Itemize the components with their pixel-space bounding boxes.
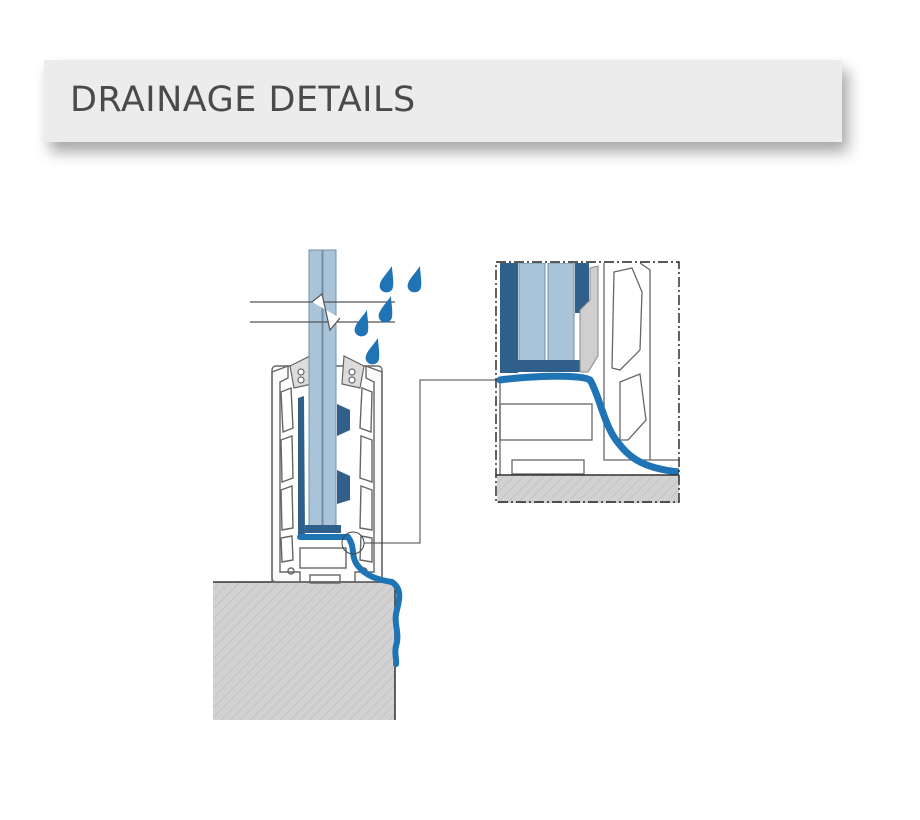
water-drop-icon bbox=[354, 310, 369, 337]
title-banner: DRAINAGE DETAILS bbox=[44, 60, 842, 142]
water-drop-icon bbox=[378, 296, 393, 323]
break-lines bbox=[250, 292, 395, 332]
water-drops bbox=[354, 266, 422, 365]
wedge-blocks bbox=[298, 396, 350, 538]
water-drop-icon bbox=[365, 338, 380, 365]
water-flow bbox=[297, 534, 403, 667]
detail-callout bbox=[341, 379, 497, 555]
water-drop-icon bbox=[379, 266, 394, 293]
detail-view bbox=[495, 261, 680, 503]
water-drop-icon bbox=[407, 266, 422, 293]
concrete-base bbox=[213, 581, 396, 720]
page-title: DRAINAGE DETAILS bbox=[70, 80, 416, 120]
glass-panel bbox=[305, 249, 341, 533]
top-gasket bbox=[289, 355, 365, 389]
